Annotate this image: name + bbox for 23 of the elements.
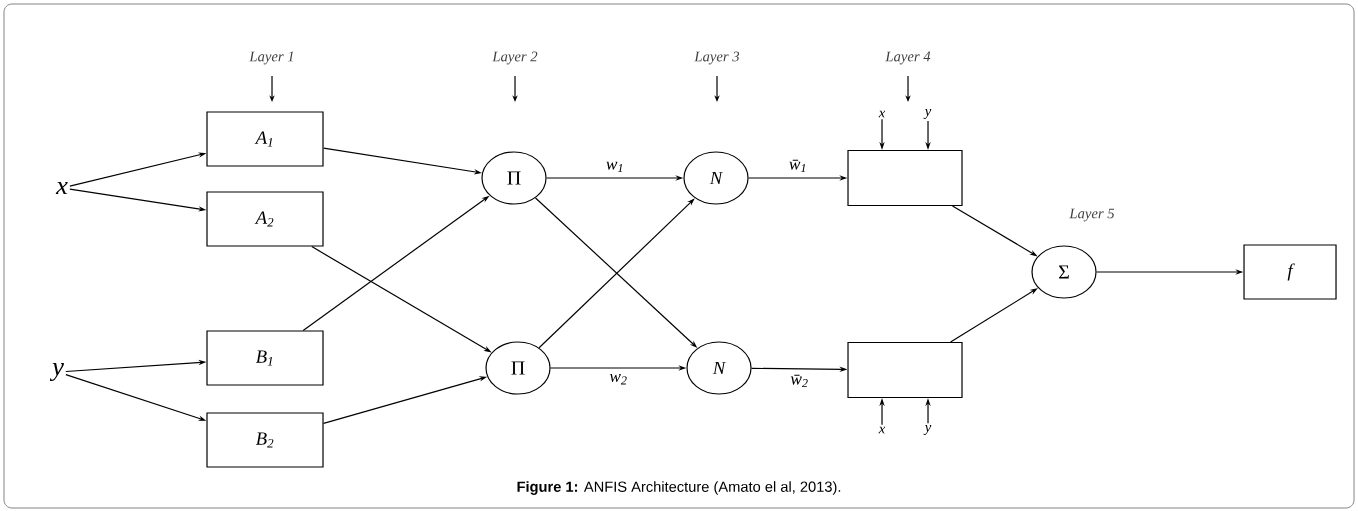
edge-label: w̄$_{2}$ [790,374,808,388]
layer-label: Layer 2 [492,51,538,65]
function-box: B$_{1}$ [206,330,324,386]
input-label: x [55,181,68,195]
input-label: x [878,426,886,434]
layer-label: Layer 1 [249,51,294,65]
layer-box [847,149,963,207]
caption: Figure 1: ANFIS Architecture (Amato el al, 2013). [517,481,841,495]
edge-label: w$_{1}$ [606,161,623,173]
input-label: y [49,363,64,381]
layer-label: Layer 3 [694,51,740,65]
function-box: f [1243,244,1337,300]
input-label: x [878,110,886,118]
edge-label: w$_{2}$ [609,373,627,385]
layer-label: Layer 5 [1069,208,1115,222]
edge-label: w̄$_{1}$ [789,159,806,173]
function-box: B$_{2}$ [206,412,324,468]
function-box: A$_{1}$ [206,111,324,167]
layer-label: Layer 4 [885,51,931,65]
layer-box [847,341,963,399]
input-label: y [923,109,932,119]
function-box: A$_{2}$ [206,191,324,247]
input-label: y [923,425,932,435]
